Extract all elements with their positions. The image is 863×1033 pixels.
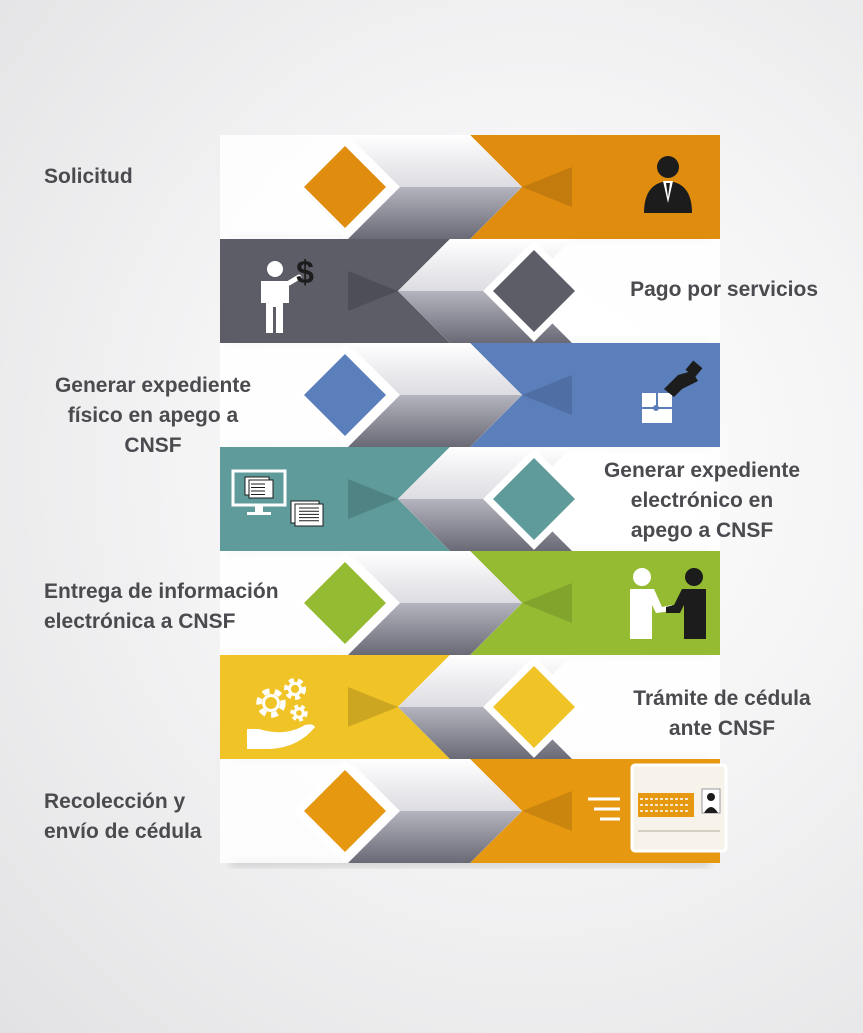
step-label: Entrega de información electrónica a CNS… [44,580,279,633]
chevron-bottom-face [348,395,522,447]
diamond-marker [492,665,576,749]
step-label: Solicitud [44,165,133,188]
diamond-marker [303,353,387,437]
diamond-marker [492,457,576,541]
step-label: Generar expediente electrónico en apego … [603,459,801,542]
hand-gears-icon [247,677,315,749]
chevron-shadow [348,687,398,727]
step-label: Trámite de cédula ante CNSF [633,687,811,740]
process-step: $ [220,239,720,347]
man-with-dollar-icon: $ [261,254,314,333]
chevron-shadow [348,479,398,519]
chevron-top-face [348,343,522,395]
handshake-icon [630,568,706,639]
chevron-shadow [522,167,572,207]
step-label: Generar expediente físico en apego a CNS… [54,374,252,457]
svg-text:$: $ [296,254,314,290]
chevron-shadow [522,791,572,831]
chevron-top-face [348,759,522,811]
chevron-top-face [348,551,522,603]
chevron-bottom-face [348,603,522,655]
chevron-bottom-face [348,811,522,863]
step-label: Pago por servicios [630,278,818,301]
computer-documents-icon [231,469,324,527]
chevron-bottom-face [348,187,522,239]
process-step [220,759,728,867]
hand-puzzle-icon [642,360,703,423]
step-label: Recolección y envío de cédula [44,790,202,843]
businessman-icon [644,156,692,213]
chevron-shadow [348,271,398,311]
diamond-marker [303,561,387,645]
band-colored [220,447,450,551]
diamond-marker [492,249,576,333]
chevron-shadow [522,583,572,623]
process-step [220,343,720,451]
process-step [220,447,720,555]
band-colored [470,551,720,655]
process-step [220,655,720,763]
id-card-icon [588,763,728,853]
diamond-marker [303,769,387,853]
chevron-shadow [522,375,572,415]
chevron-top-face [348,135,522,187]
process-step [220,551,720,659]
process-step [220,135,720,243]
